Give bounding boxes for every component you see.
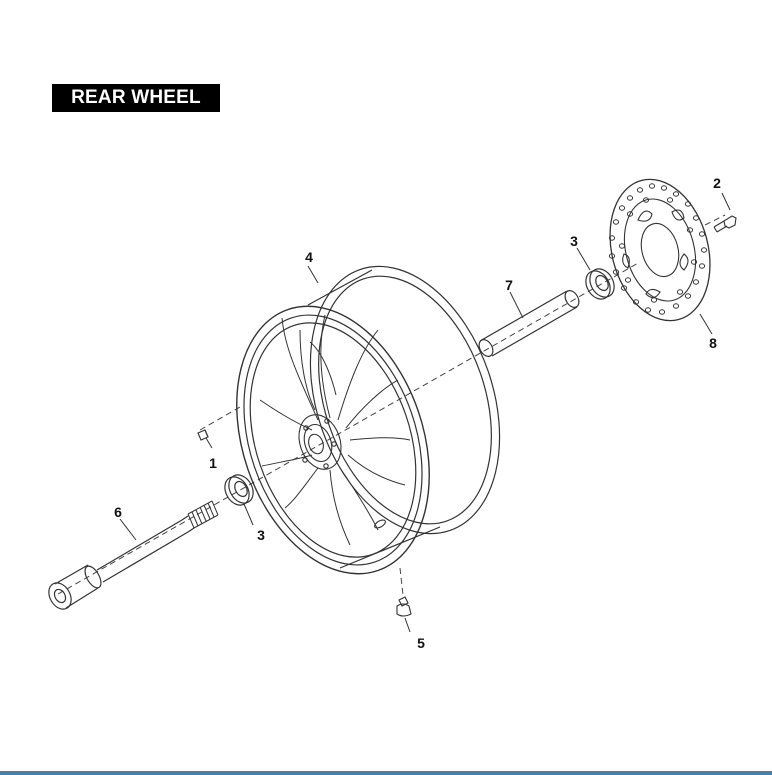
callout-8: 8 [709,335,717,351]
bottom-rule [0,771,772,775]
callout-1: 1 [209,455,217,471]
brake-disc [608,178,711,322]
wheel-rim [236,265,501,575]
leader-lines [119,192,731,633]
rear-axle [48,500,219,610]
callout-6: 6 [114,504,122,520]
callout-5: 5 [417,635,425,651]
axle-threads [187,500,219,529]
axle-spacer [478,290,580,357]
wheel-spokes [259,314,411,546]
valve-stem [396,596,412,617]
callout-2: 2 [713,175,721,191]
page-title: REAR WHEEL [71,87,201,108]
callout-4: 4 [305,249,313,265]
callout-3-right: 3 [570,233,578,249]
wheel-hub [298,414,386,529]
balance-weight [197,429,209,441]
disc-bolt [713,215,737,233]
axis-line [57,214,726,596]
callout-7: 7 [505,277,513,293]
title-banner: REAR WHEEL [52,84,220,112]
wheel-bearing-right [585,268,615,300]
callout-3-left: 3 [257,527,265,543]
wheel-bearing-left [224,474,254,506]
